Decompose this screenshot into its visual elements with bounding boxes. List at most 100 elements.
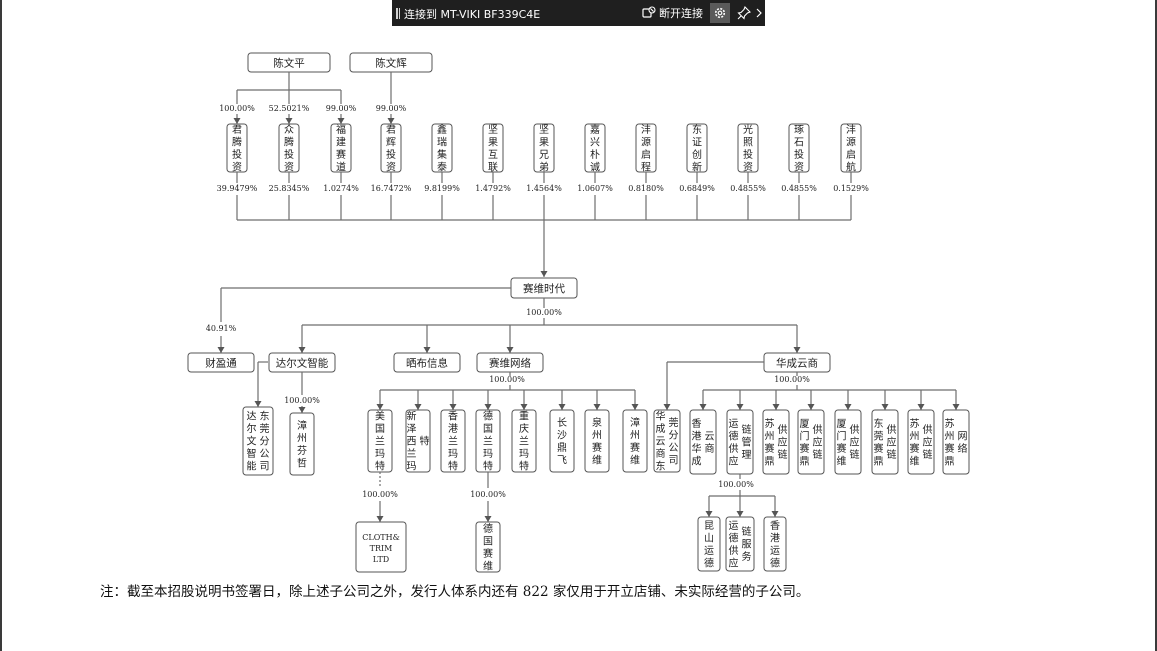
arrow-head	[285, 118, 293, 124]
shareholder-pct-9: 0.8180%	[628, 184, 664, 193]
yunde-child-1-char: 昆	[704, 520, 714, 532]
shareholder-pct-10: 0.6849%	[679, 184, 715, 193]
saiwei-child-7-char: 泉	[592, 416, 602, 429]
arrow-head	[593, 404, 601, 410]
huacheng-child-2-char: 商	[705, 442, 715, 455]
huacheng-child-6-char: 维	[837, 454, 847, 467]
shareholder-pct-8: 1.0607%	[577, 184, 613, 193]
saiwei-child-7-box	[584, 409, 610, 473]
huacheng-child-1-char: 成	[656, 423, 666, 435]
drag-handle-icon-line[interactable]	[399, 8, 400, 19]
disconnect-label: 断开连接	[659, 7, 703, 20]
huacheng-child-6-char: 赛	[837, 442, 847, 455]
us-child-box	[355, 521, 407, 573]
shareholder-pct-1: 39.9479%	[217, 184, 258, 193]
saiwei-child-3-char: 香	[448, 411, 458, 423]
huacheng-child-8-char: 链	[923, 448, 933, 461]
huacheng-child-6-box	[834, 409, 862, 475]
huacheng-child-1-char: 分	[669, 429, 679, 441]
yunde-child-3-char: 德	[770, 556, 780, 569]
shareholder-1-char: 君	[232, 124, 242, 136]
arrow-head	[881, 404, 889, 410]
huacheng-child-1-char: 司	[669, 455, 679, 466]
yunde-child-1-char: 运	[704, 545, 714, 557]
yunde-child-2-char: 供	[729, 544, 739, 557]
saiwei-child-5-char: 重	[519, 410, 529, 423]
huacheng-child-7-char: 鼎	[874, 455, 884, 467]
arrow-head	[376, 516, 384, 522]
saiwei-child-3-box	[440, 409, 466, 473]
settings-button[interactable]	[710, 3, 730, 23]
huacheng-child-4-char: 州	[765, 430, 775, 442]
de-child-pct: 100.00%	[470, 490, 506, 499]
shareholder-9-char: 程	[641, 161, 651, 173]
yunde-child-3-char: 港	[770, 532, 780, 544]
arrow-head	[484, 404, 492, 410]
darwin-child-1-box	[242, 406, 274, 476]
saiwei-child-4-char: 兰	[483, 435, 493, 448]
huacheng-child-8-char: 苏	[910, 417, 920, 430]
shareholder-2-char: 众	[284, 124, 294, 136]
shareholder-pct-11: 0.4855%	[730, 184, 766, 193]
huacheng-child-5-box	[797, 409, 825, 475]
saiwei-child-3-char: 玛	[448, 448, 458, 460]
darwin-child-2-char: 哲	[297, 457, 307, 469]
shareholder-2-char: 投	[284, 148, 294, 161]
huacheng-child-5-char: 厦	[800, 418, 810, 430]
shareholder-pct-3: 1.0274%	[323, 184, 359, 193]
de-child-char: 德	[483, 522, 493, 535]
saiwei-child-2-char: 西	[407, 437, 417, 448]
darwin-child-1-char: 文	[247, 435, 257, 448]
shareholder-4-char: 投	[386, 148, 396, 161]
owner-1-label: 陈文平	[273, 57, 305, 70]
huacheng-child-5-char: 链	[813, 448, 823, 461]
arrow-head	[506, 347, 514, 353]
level2-company-4-label: 赛维网络	[489, 357, 531, 370]
huacheng-child-5-char: 供	[813, 423, 823, 436]
darwin-child-2-box	[289, 412, 315, 476]
saiwei-child-2-char: 兰	[407, 447, 417, 460]
huacheng-child-5-char: 鼎	[800, 455, 810, 467]
remote-connection-bar[interactable]: 连接到 MT-VIKI BF339C4E 断开连接	[392, 0, 765, 26]
yunde-child-1-char: 山	[704, 532, 714, 544]
saiwei-child-6-char: 长	[557, 417, 567, 429]
arrow-head	[952, 404, 960, 410]
huacheng-child-2-char: 云	[705, 431, 715, 442]
shareholder-13-char: 沣	[846, 124, 856, 136]
arrow-head	[298, 407, 306, 413]
yunde-child-2-char: 务	[742, 550, 752, 563]
arrow-head	[631, 404, 639, 410]
pin-button[interactable]	[735, 4, 753, 22]
drag-handle-icon[interactable]	[396, 8, 398, 19]
window-left-edge	[0, 0, 2, 651]
saiwei-child-7-char: 维	[592, 453, 602, 466]
saiwei-network-pct: 100.00%	[489, 375, 525, 384]
arrow-head	[520, 404, 528, 410]
saiwei-child-2-char: 玛	[407, 461, 417, 473]
saiwei-child-5-char: 玛	[519, 448, 529, 460]
darwin-child-1-char: 能	[247, 460, 257, 473]
shareholder-13-char: 航	[846, 160, 856, 173]
footnote: 注：截至本招股说明书签署日，除上述子公司之外，发行人体系内还有 822 家仅用于…	[100, 584, 810, 600]
huacheng-child-4-char: 赛	[765, 442, 775, 455]
huacheng-child-3-char: 应	[729, 454, 739, 467]
huacheng-child-3-char: 运	[729, 418, 739, 430]
saiwei-child-5-char: 兰	[519, 435, 529, 448]
shareholder-pct-5: 9.8199%	[424, 184, 460, 193]
disconnect-icon	[642, 6, 656, 18]
arrow-head	[423, 347, 431, 353]
level2-company-1-box	[187, 352, 255, 373]
level2-company-1-label: 财盈通	[205, 357, 237, 370]
shareholder-pct-4: 16.7472%	[371, 184, 412, 193]
owner-2-label: 陈文辉	[375, 57, 407, 70]
huacheng-child-7-char: 应	[887, 436, 897, 449]
shareholder-4-char: 资	[386, 161, 396, 173]
shareholder-10-char: 创	[692, 148, 702, 161]
de-child-char: 国	[483, 535, 493, 547]
shareholder-1-char: 腾	[232, 135, 242, 148]
disconnect-button[interactable]: 断开连接	[642, 4, 703, 22]
shareholder-7-char: 兄	[539, 149, 549, 161]
expand-button[interactable]	[754, 3, 764, 23]
huacheng-child-9-char: 州	[945, 430, 955, 442]
saiwei-child-5-box	[511, 409, 537, 473]
